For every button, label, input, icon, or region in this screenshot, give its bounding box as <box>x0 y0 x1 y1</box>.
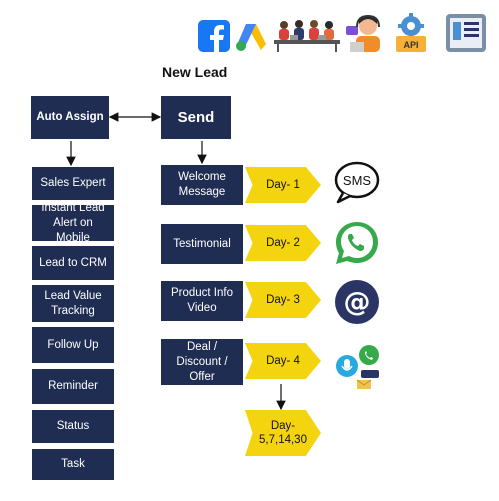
day-tag-2: Day- 2 <box>245 225 321 261</box>
day-tag-final: Day- 5,7,14,30 <box>245 410 321 456</box>
left-item-sales-expert: Sales Expert <box>32 167 114 200</box>
whatsapp-icon <box>336 222 378 264</box>
email-at-icon: @ <box>335 280 379 324</box>
day-tag-1: Day- 1 <box>245 167 321 203</box>
sms-label: SMS <box>343 173 372 188</box>
google-ads-icon <box>236 24 266 51</box>
message-testimonial: Testimonial <box>161 224 243 264</box>
send-box: Send <box>161 96 231 139</box>
team-icon <box>274 20 340 52</box>
message-product-info-video: Product Info Video <box>161 281 243 321</box>
sms-icon: SMS <box>334 161 380 204</box>
left-item-task: Task <box>32 449 114 480</box>
message-deal-offer: Deal / Discount / Offer <box>161 339 243 385</box>
multi-channel-icon <box>336 345 379 389</box>
facebook-icon <box>198 20 230 52</box>
web-form-icon <box>446 14 486 52</box>
left-item-lead-value-tracking: Lead Value Tracking <box>32 285 114 322</box>
api-label: API <box>403 40 418 50</box>
left-item-lead-to-crm: Lead to CRM <box>32 246 114 280</box>
api-gear-icon: API <box>396 13 426 52</box>
day-tag-4: Day- 4 <box>245 343 321 379</box>
left-item-instant-lead-alert: Instant Lead Alert on Mobile <box>32 202 114 244</box>
day-tag-3: Day- 3 <box>245 282 321 318</box>
diagram-title: New Lead <box>162 64 228 80</box>
message-welcome: Welcome Message <box>161 165 243 205</box>
support-agent-icon <box>346 14 380 52</box>
left-item-status: Status <box>32 410 114 443</box>
left-item-follow-up: Follow Up <box>32 327 114 363</box>
auto-assign-box: Auto Assign <box>31 96 109 139</box>
left-item-reminder: Reminder <box>32 369 114 404</box>
at-symbol: @ <box>344 287 371 318</box>
